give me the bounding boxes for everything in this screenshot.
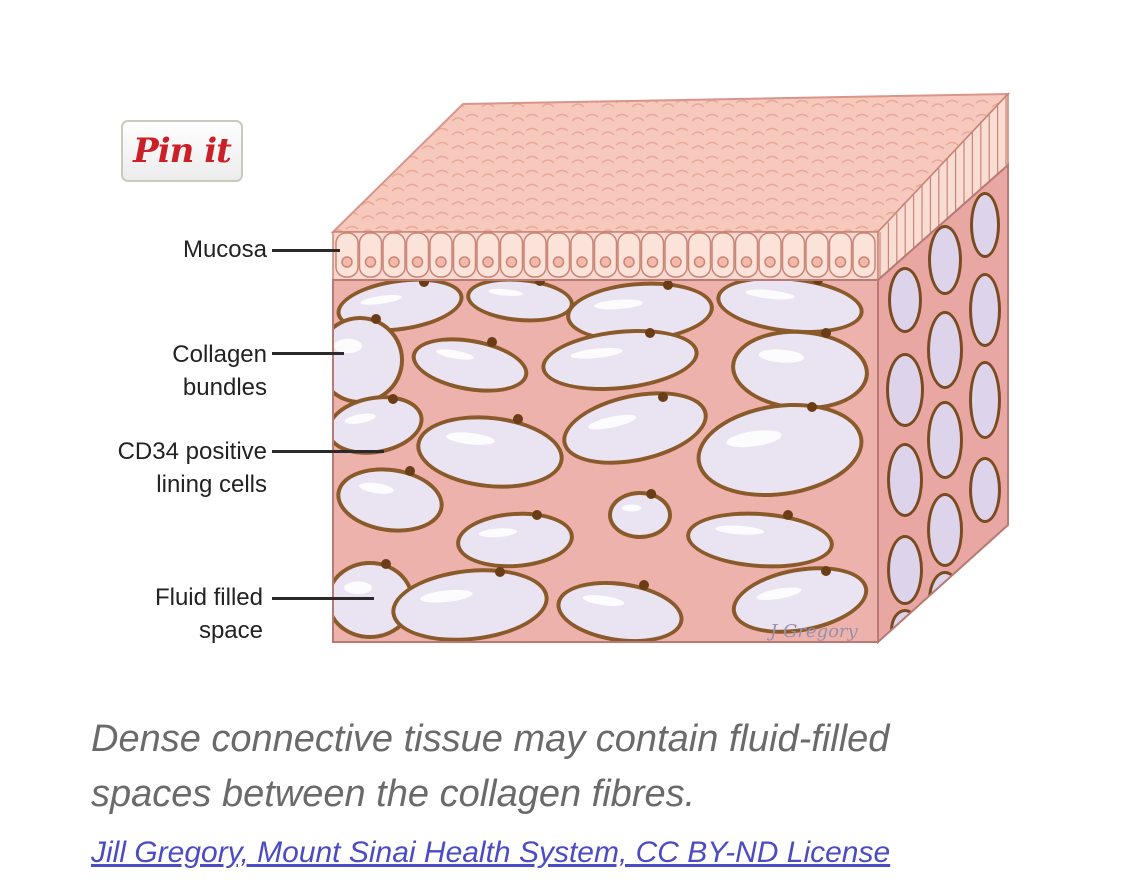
cd34-lining-cell xyxy=(646,489,657,499)
pin-it-label: Pin it xyxy=(133,131,232,171)
cd34-lining-cell xyxy=(645,328,655,338)
mucosa-cell xyxy=(852,232,876,278)
mucosa-cell xyxy=(828,232,853,278)
mucosa-cell xyxy=(781,232,806,278)
fluid-filled-space-side xyxy=(890,538,920,602)
leader-mucosa xyxy=(272,249,340,252)
mucosa-cell xyxy=(734,232,759,278)
fluid-filled-space-side xyxy=(889,356,921,424)
fluid-filled-space-side xyxy=(930,404,960,476)
fluid-filled-space xyxy=(612,495,668,535)
mucosa-cell xyxy=(664,232,688,278)
cd34-lining-cell xyxy=(821,328,831,338)
cd34-lining-cell xyxy=(821,566,831,576)
fluid-filled-space xyxy=(460,515,570,565)
fluid-filled-space xyxy=(333,399,420,451)
fluid-filled-space-side xyxy=(931,228,959,292)
mucosa-cell xyxy=(405,232,430,278)
fluid-filled-space xyxy=(700,406,860,494)
cd34-lining-cell xyxy=(487,337,497,347)
leader-collagen xyxy=(272,352,344,355)
mucosa-cell xyxy=(523,232,547,278)
pin-it-button[interactable]: Pin it xyxy=(121,120,243,182)
cd34-lining-cell xyxy=(807,402,817,412)
fluid-filled-space-side xyxy=(972,460,998,520)
cd34-lining-cell xyxy=(783,510,793,520)
mucosa-cell xyxy=(687,232,712,278)
fluid-filled-space xyxy=(566,395,704,461)
mucosa-cell xyxy=(452,232,477,278)
mucosa-cell xyxy=(758,232,782,278)
label-fluid-space: Fluid filled space xyxy=(154,584,263,644)
mucosa-cell xyxy=(476,232,500,278)
fluid-filled-space-side xyxy=(930,314,960,386)
mucosa-cell xyxy=(640,232,665,278)
mucosa-cell xyxy=(335,232,359,278)
mucosa-cell xyxy=(358,232,383,278)
mucosa-cell xyxy=(546,232,571,278)
cd34-lining-cell xyxy=(405,466,415,476)
cd34-lining-cell xyxy=(381,559,391,569)
cd34-lining-cell xyxy=(535,280,545,286)
label-mucosa: Mucosa xyxy=(182,236,267,263)
fluid-filled-space-side xyxy=(972,364,998,436)
mucosa-cell xyxy=(805,232,829,278)
mucosa-cell-row xyxy=(332,231,879,281)
fluid-filled-space-side xyxy=(972,276,998,344)
label-collagen-bundles: Collagen bundles xyxy=(172,341,267,401)
cd34-lining-cell xyxy=(495,567,505,577)
mucosa-cell xyxy=(593,232,618,278)
cd34-lining-cell xyxy=(419,280,429,287)
fluid-filled-space-side xyxy=(890,446,920,514)
fluid-filled-space-side xyxy=(930,496,960,564)
artist-signature: J Gregory xyxy=(766,621,859,642)
cd34-lining-cell xyxy=(813,280,823,285)
label-cd34-cells: CD34 positive lining cells xyxy=(117,438,267,498)
fluid-filled-space xyxy=(545,332,695,388)
mucosa-cell xyxy=(617,232,641,278)
credit-link[interactable]: Jill Gregory, Mount Sinai Health System,… xyxy=(91,836,891,869)
cd34-lining-cell xyxy=(663,280,673,290)
cd34-lining-cell xyxy=(639,580,649,590)
cd34-lining-cell xyxy=(513,414,523,424)
leader-cd34 xyxy=(272,450,384,453)
cd34-lining-cell xyxy=(532,510,542,520)
mucosa-cell xyxy=(570,232,594,278)
fluid-filled-space xyxy=(735,570,865,630)
fluid-filled-space-side xyxy=(973,195,997,255)
fluid-filled-space xyxy=(570,285,710,339)
mucosa-cell xyxy=(711,232,735,278)
figure-caption: Dense connective tissue may contain flui… xyxy=(91,718,890,815)
cd34-lining-cell xyxy=(658,392,668,402)
mucosa-cell xyxy=(499,232,524,278)
cd34-lining-cell xyxy=(371,314,381,324)
front-tissue-face xyxy=(333,280,878,642)
fluid-filled-space-side xyxy=(891,270,919,330)
mucosa-cell xyxy=(429,232,453,278)
leader-fluid xyxy=(272,597,374,600)
mucosa-cell xyxy=(382,232,406,278)
cd34-lining-cell xyxy=(388,394,398,404)
fluid-filled-space xyxy=(340,281,460,329)
fluid-filled-space xyxy=(395,572,545,638)
